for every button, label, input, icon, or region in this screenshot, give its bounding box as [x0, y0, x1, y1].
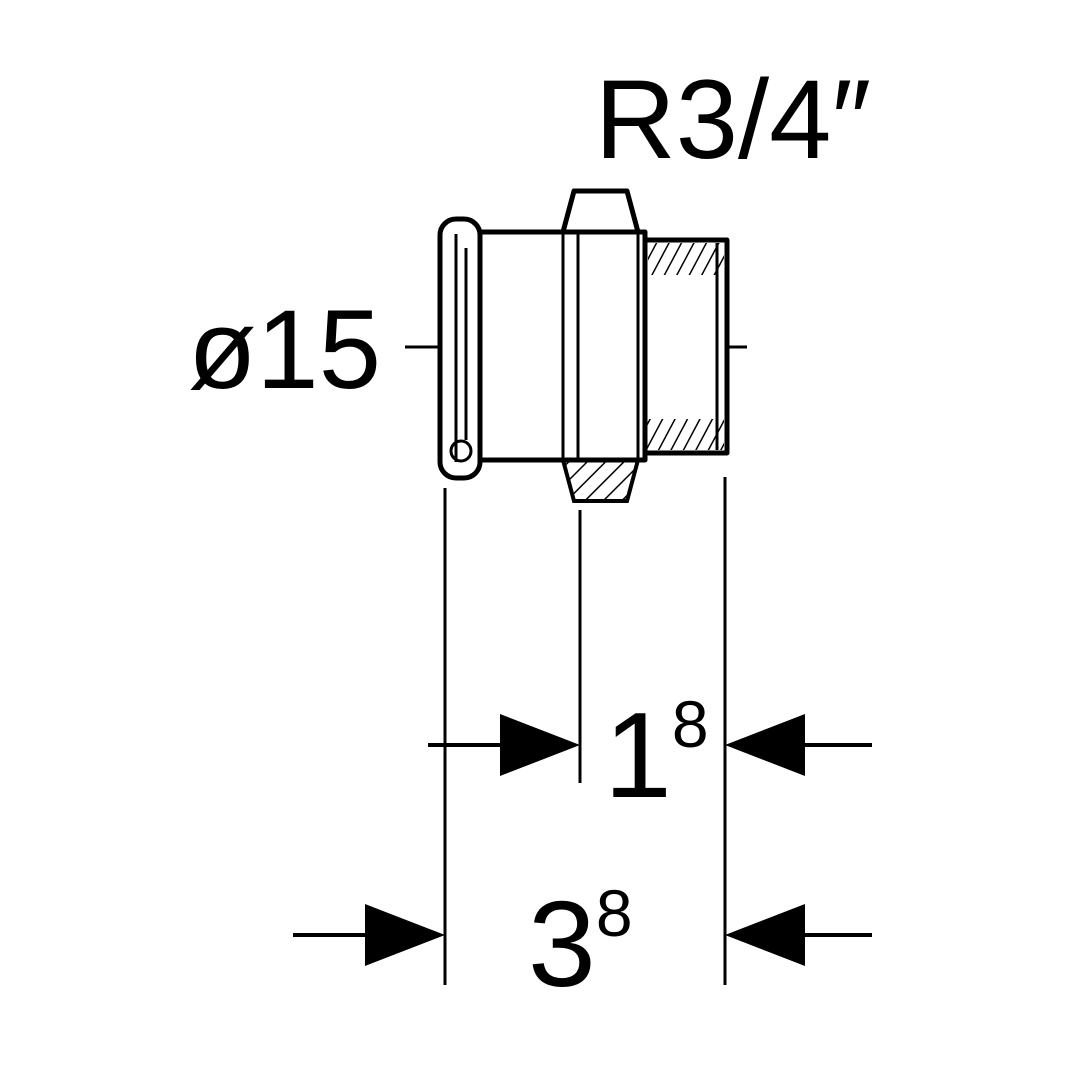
dim-bottom-superscript: 8	[596, 876, 633, 950]
thread-hatch-top	[648, 243, 724, 275]
dim-bottom-arrow-right-icon	[725, 904, 805, 966]
o-ring-section-circle	[449, 439, 473, 463]
dim-bottom-label: 38	[528, 876, 633, 1012]
hex-bottom-section-hatched	[560, 458, 641, 503]
hex-top-flat	[560, 188, 641, 235]
dimension-top: 18	[428, 687, 872, 823]
press-end-flange	[437, 216, 483, 481]
dim-top-arrow-right-icon	[725, 714, 805, 776]
press-end	[437, 216, 483, 481]
dim-top-value: 1	[604, 687, 672, 823]
thread-hatch-bottom	[634, 419, 724, 450]
dim-top-arrow-left-icon	[500, 714, 580, 776]
dim-top-label: 18	[604, 687, 709, 823]
dim-top-superscript: 8	[672, 687, 709, 761]
dim-bottom-value: 3	[528, 876, 596, 1012]
threaded-end	[634, 237, 730, 456]
dimension-bottom: 38	[293, 876, 872, 1012]
threaded-end-body	[642, 237, 730, 456]
diameter-label: ø15	[188, 287, 381, 412]
dim-bottom-arrow-left-icon	[365, 904, 445, 966]
extension-lines	[443, 477, 727, 985]
hex-body	[560, 188, 641, 503]
thread-size-label: R3/4″	[595, 57, 871, 182]
